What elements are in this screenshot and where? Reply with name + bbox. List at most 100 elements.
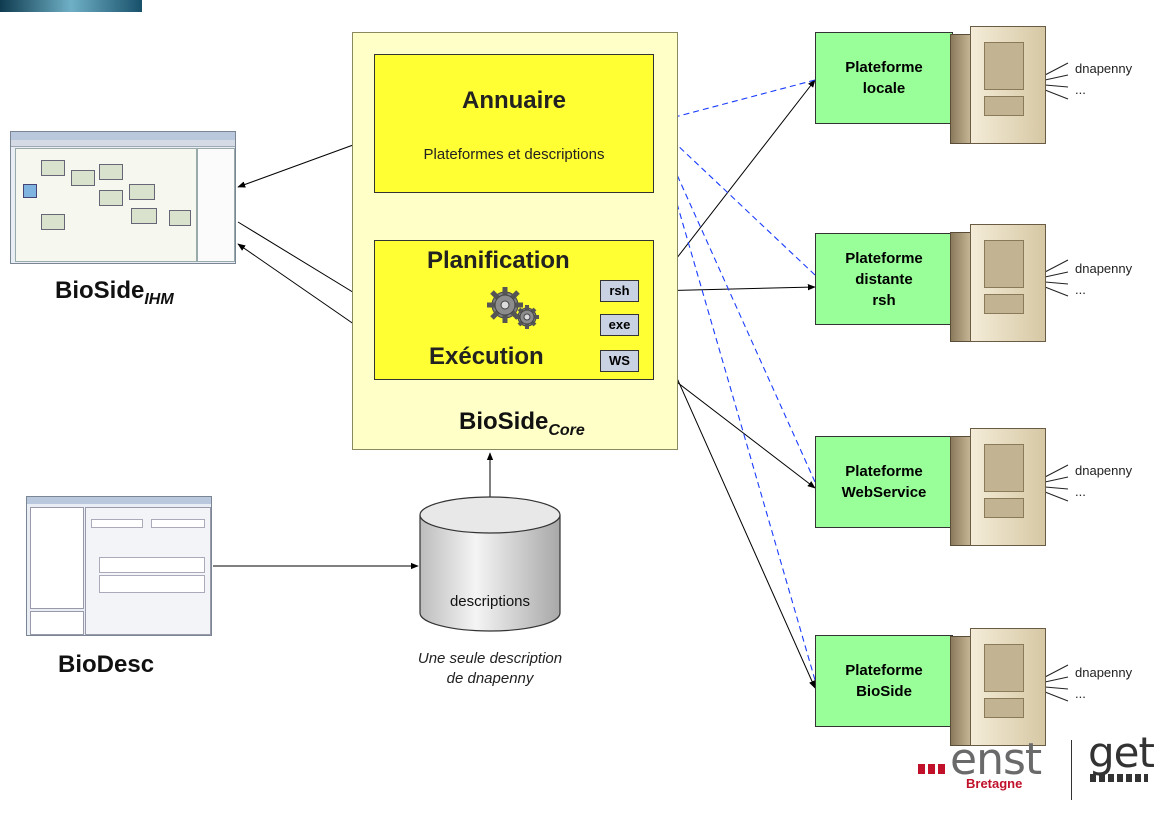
enst-dots xyxy=(918,764,948,774)
bioside-core-label: BioSideCore xyxy=(459,408,585,440)
tool-more: ... xyxy=(1075,686,1086,701)
server-rays-4 xyxy=(1044,664,1069,702)
dashed-distante-to-annuaire xyxy=(655,124,816,276)
platform-locale-line2: locale xyxy=(862,80,906,97)
tag-ws: WS xyxy=(600,350,639,372)
server-bay xyxy=(984,644,1024,692)
biodesc-titlebar xyxy=(27,497,211,504)
arrow-ihm-to-planification xyxy=(237,221,375,306)
ihm-node xyxy=(23,184,37,198)
bioside-ihm-screenshot xyxy=(10,131,236,264)
planification-execution-box: Planification Exécution rsh exe WS xyxy=(374,240,654,380)
ihm-node xyxy=(41,214,65,230)
enst-text: enst xyxy=(950,734,1042,785)
server-bay xyxy=(984,498,1024,518)
bretagne-text: Bretagne xyxy=(966,776,1023,791)
biodesc-screenshot xyxy=(26,496,212,636)
tool-more: ... xyxy=(1075,282,1086,297)
server-bay xyxy=(984,42,1024,90)
execution-title: Exécution xyxy=(429,343,544,370)
server-rays-2 xyxy=(1044,259,1069,297)
platform-webservice: Plateforme WebService xyxy=(815,436,953,528)
tool-more: ... xyxy=(1075,484,1086,499)
arrow-rsh-distante xyxy=(651,283,816,295)
server-bay xyxy=(984,96,1024,116)
gears-icon xyxy=(487,287,539,329)
server-bay xyxy=(984,444,1024,492)
platform-distante: Plateforme distante rsh xyxy=(815,233,953,325)
tool-more: ... xyxy=(1075,82,1086,97)
dashed-bioside-to-annuaire xyxy=(655,130,816,681)
ihm-node xyxy=(131,208,157,224)
platform-locale-line1: Plateforme xyxy=(845,59,923,76)
descriptions-database: descriptions xyxy=(419,496,561,632)
arrow-ws-webservice xyxy=(651,362,816,489)
platform-bioside: Plateforme BioSide xyxy=(815,635,953,727)
server-bay xyxy=(984,698,1024,718)
platform-distante-line2: distante xyxy=(855,270,913,288)
tool-name: dnapenny xyxy=(1075,665,1133,680)
ihm-titlebar xyxy=(11,132,235,140)
biodesc-tree-lower xyxy=(30,611,84,635)
bioside-ihm-label: BioSideIHM xyxy=(55,277,174,309)
tool-name: dnapenny xyxy=(1075,463,1133,478)
annuaire-box: Annuaire Plateformes et descriptions xyxy=(374,54,654,193)
server-tool-label-4: dnapenny ... xyxy=(1075,662,1132,704)
biodesc-textarea xyxy=(99,557,205,573)
ihm-node xyxy=(99,164,123,180)
arrow-planification-to-ihm xyxy=(237,243,375,339)
corner-decoration xyxy=(0,0,142,12)
get-squares xyxy=(1090,774,1148,782)
database-label: descriptions xyxy=(450,593,530,610)
server-icon xyxy=(950,218,1048,342)
server-icon xyxy=(950,20,1048,144)
ihm-toolbar xyxy=(11,140,235,147)
biodesc-field xyxy=(91,519,143,528)
bioside-ihm-label-main: BioSide xyxy=(55,277,145,304)
database-caption-line2: de dnapenny xyxy=(446,670,534,687)
server-tool-label-1: dnapenny ... xyxy=(1075,58,1132,100)
dashed-webservice-to-annuaire xyxy=(655,127,816,483)
get-text: get xyxy=(1088,728,1155,777)
ihm-node xyxy=(99,190,123,206)
dashed-locale-to-annuaire xyxy=(655,79,816,124)
tag-exe: exe xyxy=(600,314,639,336)
annuaire-title: Annuaire xyxy=(461,87,566,114)
bioside-core-label-sub: Core xyxy=(548,421,585,439)
platform-webservice-line2: WebService xyxy=(841,484,927,501)
ihm-node xyxy=(41,160,65,176)
bioside-core-label-main: BioSide xyxy=(459,408,549,435)
platform-bioside-line1: Plateforme xyxy=(845,662,923,679)
biodesc-field xyxy=(151,519,205,528)
tool-name: dnapenny xyxy=(1075,261,1133,276)
database-caption-line1: Une seule description xyxy=(417,650,563,667)
server-bay xyxy=(984,294,1024,314)
server-tool-label-3: dnapenny ... xyxy=(1075,460,1132,502)
server-rays-1 xyxy=(1044,62,1069,100)
server-rays-3 xyxy=(1044,464,1069,502)
enst-bretagne-logo: enst Bretagne xyxy=(918,734,1048,798)
planification-title: Planification xyxy=(427,247,570,274)
tool-name: dnapenny xyxy=(1075,61,1133,76)
platform-bioside-line2: BioSide xyxy=(856,683,912,700)
server-tool-label-2: dnapenny ... xyxy=(1075,258,1132,300)
logo-divider xyxy=(1071,740,1072,800)
server-bay xyxy=(984,240,1024,288)
server-icon xyxy=(950,622,1048,746)
server-side xyxy=(950,636,972,746)
server-icon xyxy=(950,422,1048,546)
biodesc-tree xyxy=(30,507,84,609)
arrow-rsh-locale xyxy=(651,79,816,291)
bioside-ihm-label-sub: IHM xyxy=(144,290,174,308)
platform-distante-line1: Plateforme xyxy=(845,249,923,267)
server-side xyxy=(950,34,972,144)
platform-distante-line3: rsh xyxy=(872,291,896,309)
tag-rsh: rsh xyxy=(600,280,639,302)
get-logo: get xyxy=(1088,730,1157,790)
ihm-node xyxy=(71,170,95,186)
ihm-node xyxy=(169,210,191,226)
ihm-node xyxy=(129,184,155,200)
ihm-sidepanel xyxy=(197,148,235,262)
biodesc-label: BioDesc xyxy=(58,651,155,678)
server-side xyxy=(950,232,972,342)
